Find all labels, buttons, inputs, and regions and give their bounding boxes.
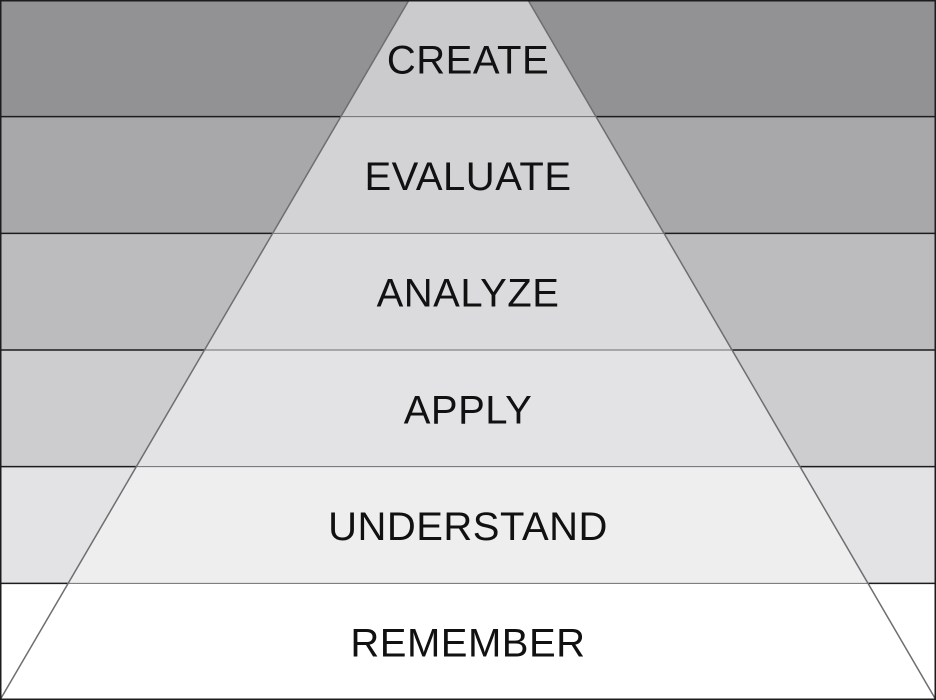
pyramid-edge-left: [0, 0, 410, 700]
pyramid-layer-evaluate: [272, 116, 664, 234]
level-label-analyze: ANALYZE: [377, 272, 560, 316]
level-label-create: CREATE: [387, 38, 549, 82]
level-label-apply: APPLY: [404, 388, 533, 432]
band-dividers: [0, 115, 936, 585]
level-labels: CREATE EVALUATE ANALYZE APPLY UNDERSTAND REME…: [328, 38, 608, 666]
pyramid-layer-remember: [0, 583, 936, 700]
pyramid-edge-right: [527, 0, 936, 700]
pyramid-layer-create: [340, 0, 596, 117]
level-label-evaluate: EVALUATE: [364, 155, 571, 199]
level-label-understand: UNDERSTAND: [328, 505, 608, 549]
pyramid-layer-understand: [68, 466, 868, 584]
pyramid-layer-analyze: [204, 233, 732, 350]
pyramid-layer-apply: [136, 350, 801, 467]
level-label-remember: REMEMBER: [350, 622, 585, 666]
